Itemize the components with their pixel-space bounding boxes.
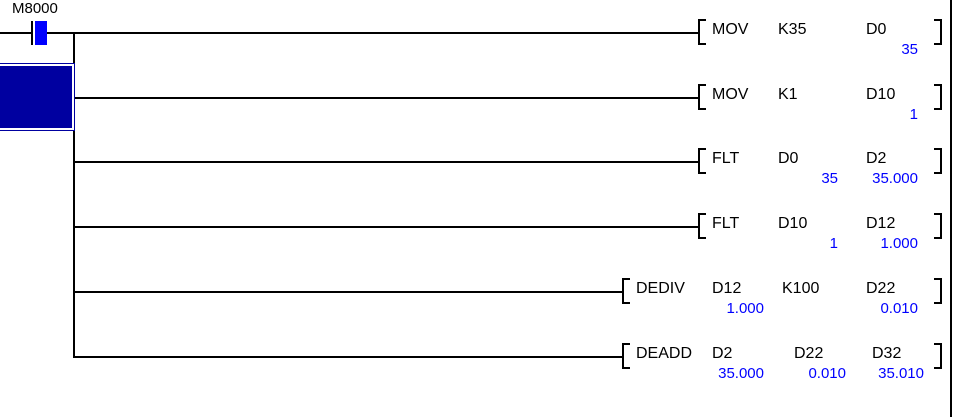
monitor-value-6-1: 35.000 <box>718 365 764 382</box>
instruction-bracket-close-2 <box>934 84 942 110</box>
operand-2-1[interactable]: K1 <box>778 86 798 103</box>
operand-5-1[interactable]: D12 <box>712 280 742 297</box>
operand-4-1[interactable]: D10 <box>778 215 808 232</box>
left-power-wire <box>0 32 31 34</box>
operand-6-2[interactable]: D22 <box>794 345 824 362</box>
monitor-value-6-3: 35.010 <box>878 365 924 382</box>
instruction-bracket-close-1 <box>934 19 942 45</box>
instruction-name-4[interactable]: FLT <box>712 215 740 232</box>
monitor-value-4-2: 1.000 <box>880 235 918 252</box>
instruction-name-6[interactable]: DEADD <box>636 345 693 362</box>
operand-3-1[interactable]: D0 <box>778 150 799 167</box>
rung-wire-1 <box>75 32 700 34</box>
operand-4-2[interactable]: D12 <box>866 215 896 232</box>
operand-2-2[interactable]: D10 <box>866 86 896 103</box>
instruction-bracket-close-5 <box>934 278 942 304</box>
operand-6-3[interactable]: D32 <box>872 345 902 362</box>
operand-1-1[interactable]: K35 <box>778 21 807 38</box>
instruction-name-2[interactable]: MOV <box>712 86 749 103</box>
instruction-name-5[interactable]: DEDIV <box>636 280 685 297</box>
selection-cursor-block[interactable] <box>0 63 75 131</box>
rung-wire-6 <box>75 356 624 358</box>
instruction-bracket-open-2 <box>698 84 706 110</box>
operand-3-2[interactable]: D2 <box>866 150 887 167</box>
monitor-value-5-1: 1.000 <box>726 300 764 317</box>
instruction-bracket-close-6 <box>934 343 942 369</box>
instruction-bracket-open-4 <box>698 213 706 239</box>
monitor-value-3-1: 35 <box>821 170 838 187</box>
instruction-bracket-open-3 <box>698 148 706 174</box>
monitor-value-4-1: 1 <box>829 235 838 252</box>
rung-wire-5 <box>75 291 624 293</box>
rung-wire-4 <box>75 226 700 228</box>
instruction-name-1[interactable]: MOV <box>712 21 749 38</box>
monitor-value-2-2: 1 <box>909 106 918 123</box>
rung-wire-2 <box>75 97 700 99</box>
contact-energized-fill <box>35 21 47 45</box>
right-power-rail <box>950 0 952 417</box>
contact-to-branch-wire <box>47 32 75 34</box>
instruction-name-3[interactable]: FLT <box>712 150 740 167</box>
monitor-value-3-2: 35.000 <box>872 170 918 187</box>
instruction-bracket-open-6 <box>622 343 630 369</box>
monitor-value-1-2: 35 <box>901 41 918 58</box>
monitor-value-5-3: 0.010 <box>880 300 918 317</box>
monitor-value-6-2: 0.010 <box>808 365 846 382</box>
instruction-bracket-open-1 <box>698 19 706 45</box>
operand-5-2[interactable]: K100 <box>782 280 820 297</box>
instruction-bracket-close-4 <box>934 213 942 239</box>
branch-vertical-bus <box>73 32 75 358</box>
operand-6-1[interactable]: D2 <box>712 345 733 362</box>
contact-label-m8000: M8000 <box>12 0 58 17</box>
rung-wire-3 <box>75 161 700 163</box>
instruction-bracket-close-3 <box>934 148 942 174</box>
contact-m8000[interactable] <box>31 21 47 45</box>
operand-5-3[interactable]: D22 <box>866 280 896 297</box>
instruction-bracket-open-5 <box>622 278 630 304</box>
operand-1-2[interactable]: D0 <box>866 21 887 38</box>
